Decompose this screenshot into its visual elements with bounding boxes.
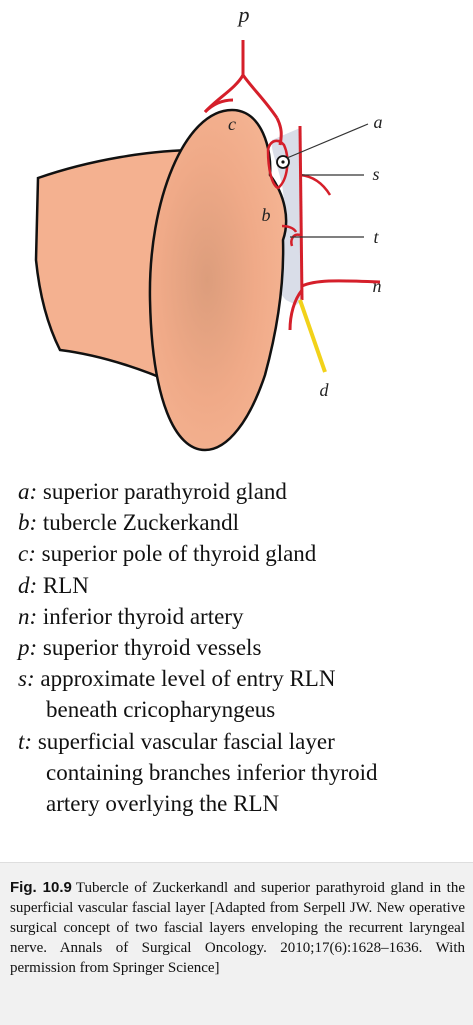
legend-text: superficial vascular fascial layer: [37, 728, 335, 754]
legend-text: inferior thyroid artery: [42, 603, 244, 629]
fascia-vessel: [298, 125, 304, 301]
legend: a: superior parathyroid gland b: tubercl…: [18, 476, 458, 819]
label-b: b: [262, 205, 271, 225]
legend-item-n: n: inferior thyroid artery: [18, 601, 458, 632]
legend-key: t:: [18, 728, 33, 754]
legend-text: approximate level of entry RLN: [40, 666, 336, 692]
legend-key: d:: [18, 572, 38, 598]
legend-text: tubercle Zuckerkandl: [42, 510, 239, 536]
legend-key: s:: [18, 666, 35, 692]
legend-text: superior parathyroid gland: [42, 479, 287, 504]
legend-text: superior thyroid vessels: [42, 635, 262, 661]
legend-item-d: d: RLN: [18, 570, 458, 601]
legend-key: c:: [18, 541, 36, 567]
label-t: t: [373, 227, 379, 247]
legend-text: superior pole of thyroid gland: [41, 541, 317, 567]
legend-key: n:: [18, 603, 38, 629]
inferior-thyroid-artery: [288, 279, 381, 331]
label-a: a: [374, 112, 383, 132]
legend-item-c: c: superior pole of thyroid gland: [18, 538, 458, 569]
leader-a: [286, 123, 369, 159]
legend-item-s: s: approximate level of entry RLN beneat…: [18, 663, 458, 725]
superior-thyroid-vessels: [203, 40, 279, 119]
parathyroid-gland-outline: [266, 139, 289, 190]
legend-item-b: b: tubercle Zuckerkandl: [18, 507, 458, 538]
caption-text: Tubercle of Zuckerkandl and superior par…: [10, 880, 465, 976]
label-d: d: [320, 380, 330, 400]
legend-text-continuation: containing branches inferior thyroid: [46, 759, 378, 785]
label-n: n: [373, 276, 382, 296]
legend-item-t: t: superficial vascular fascial layer co…: [18, 726, 458, 820]
legend-key: a:: [18, 479, 38, 504]
recurrent-laryngeal-nerve: [298, 299, 327, 373]
legend-key: b:: [18, 510, 38, 536]
legend-item-p: p: superior thyroid vessels: [18, 632, 458, 663]
legend-item-a: a: superior parathyroid gland: [18, 476, 458, 507]
label-c: c: [228, 114, 236, 134]
parathyroid-dot: [281, 160, 285, 164]
legend-key: p:: [18, 635, 38, 661]
thyroid-diagram: p c a s b t n d: [34, 2, 383, 452]
caption-label: Fig. 10.9: [10, 879, 72, 896]
legend-text-continuation: artery overlying the RLN: [46, 791, 280, 817]
legend-text-continuation: beneath cricopharyngeus: [46, 697, 276, 723]
legend-text: RLN: [42, 572, 89, 598]
label-s: s: [372, 164, 379, 184]
thyroid-lobe: [148, 108, 288, 452]
label-p: p: [237, 2, 250, 27]
